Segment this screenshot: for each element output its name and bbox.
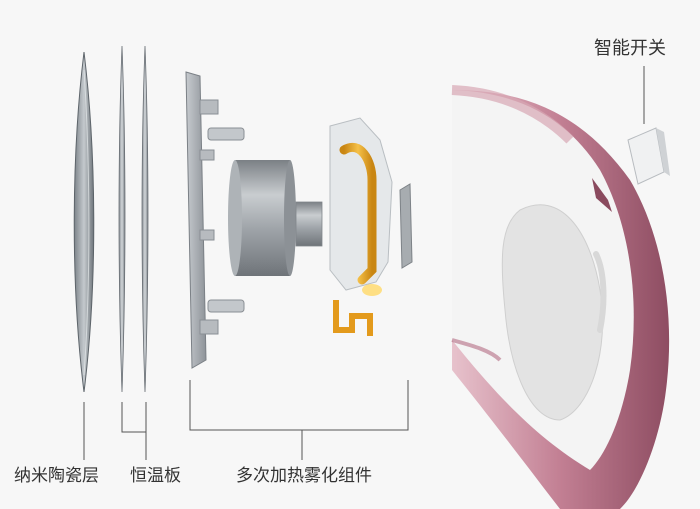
leader-thermo-bracket [121,402,147,433]
base-plate-part [185,71,245,369]
leader-lines [83,66,645,460]
smart-switch-label: 智能开关 [594,38,666,59]
cylinder-part [228,160,323,276]
smart-switch-part [627,127,670,185]
leader-heating-bracket [189,380,409,431]
nano-ceramic-layer-part [73,51,95,393]
thermostat-plate-label: 恒温板 [130,466,181,486]
heating-atomizer-part [329,117,413,336]
nano-ceramic-layer-label: 纳米陶瓷层 [14,466,99,486]
iron-handle-part [451,85,670,509]
thermostat-plate-part [118,45,149,393]
multi-heating-atomizer-label: 多次加热雾化组件 [236,466,372,486]
